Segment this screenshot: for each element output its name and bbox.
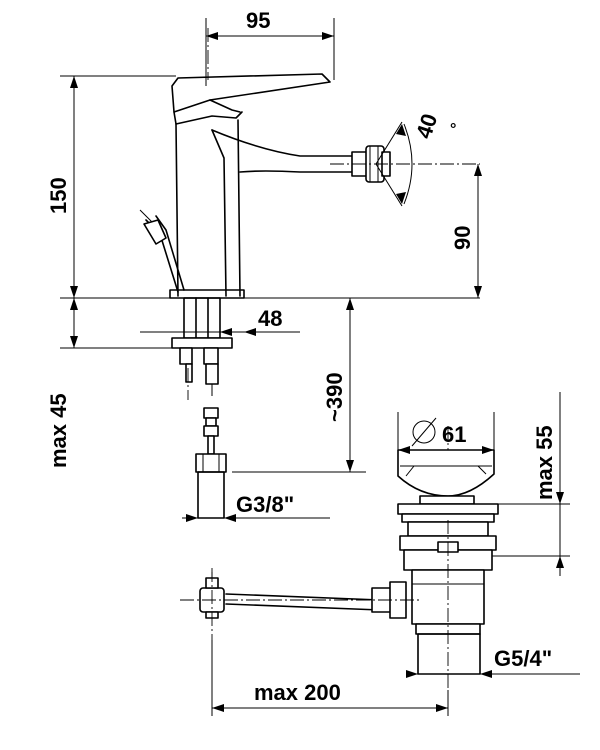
- degree-symbol: °: [450, 121, 456, 138]
- dim-390: ~390: [232, 298, 366, 473]
- dim-max-45: max 45: [46, 298, 172, 468]
- dim-max-200-label: max 200: [254, 680, 341, 705]
- dim-150-label: 150: [46, 177, 71, 214]
- dim-max-55-label: max 55: [532, 425, 557, 500]
- dim-90-label: 90: [450, 226, 475, 250]
- dim-95: 95: [205, 8, 335, 86]
- dim-390-label: ~390: [322, 372, 347, 422]
- dim-max-200: max 200: [211, 640, 449, 716]
- dim-48: 48: [140, 306, 300, 336]
- dim-61-label: 61: [442, 422, 466, 447]
- dim-90: 90: [450, 164, 482, 298]
- dim-g54: G5/4": [406, 646, 580, 678]
- lift-rod: [139, 209, 185, 293]
- mixer-body: [169, 73, 357, 299]
- dim-angle-label: 40: [411, 111, 442, 142]
- dim-diameter-61: 61: [397, 412, 495, 454]
- mounting-shank: [171, 297, 233, 519]
- dim-g54-label: G5/4": [494, 646, 552, 671]
- dim-48-label: 48: [258, 306, 282, 331]
- pop-up-rod: [199, 572, 407, 619]
- dim-max-55: max 55: [492, 392, 570, 576]
- dim-angle-40: 40 °: [375, 111, 456, 207]
- pop-up-waste: [397, 449, 499, 675]
- dim-max-45-label: max 45: [46, 393, 71, 468]
- dim-150: 150: [46, 75, 480, 299]
- dim-95-label: 95: [246, 8, 270, 33]
- dim-g38-label: G3/8": [236, 492, 294, 517]
- dim-g38: G3/8": [182, 492, 330, 522]
